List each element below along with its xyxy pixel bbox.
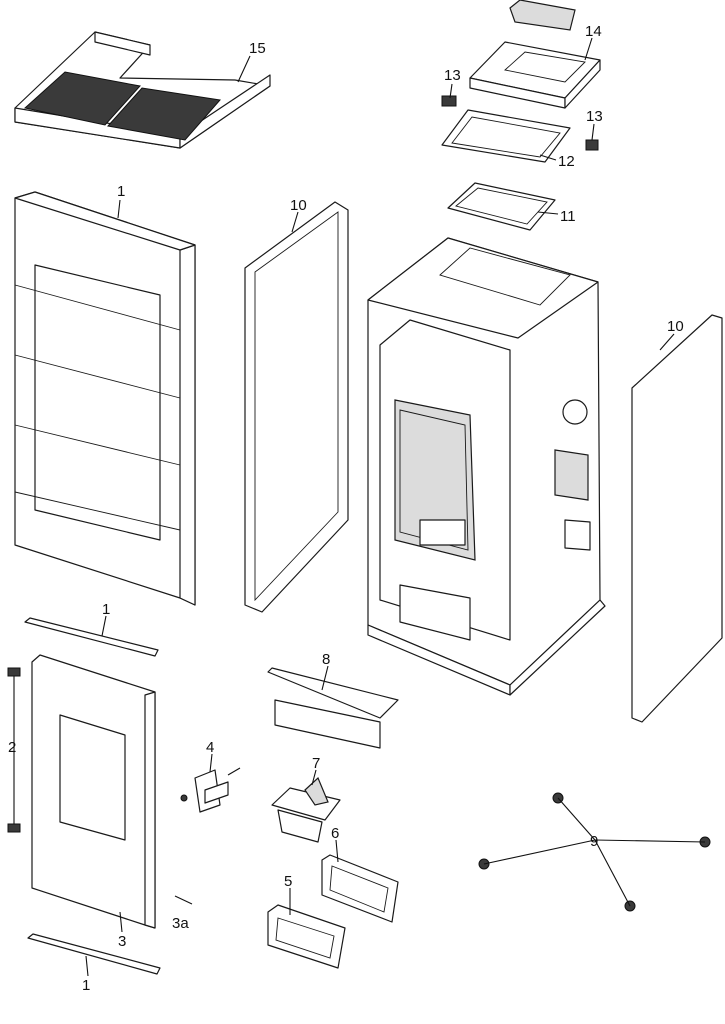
part-clip-left	[441, 95, 457, 107]
part-screw	[174, 895, 193, 905]
callout-1-rail-bottom: 1	[82, 977, 90, 994]
part-latch	[180, 767, 241, 813]
callout-2: 2	[8, 739, 16, 756]
callout-3: 3	[118, 933, 126, 950]
part-hinge-rod	[7, 667, 21, 833]
part-clip-right	[585, 139, 599, 151]
callout-8: 8	[322, 651, 330, 668]
part-gasket	[447, 182, 556, 231]
callout-13-left: 13	[444, 67, 461, 84]
callout-10-left: 10	[290, 197, 307, 214]
part-side-panel-left	[244, 201, 349, 613]
part-burn-pot	[271, 776, 341, 843]
part-side-panel-right	[631, 314, 723, 723]
callout-1-rail-top: 1	[102, 601, 110, 618]
part-top-grille	[14, 31, 271, 149]
callout-10-right: 10	[667, 318, 684, 335]
part-door	[31, 654, 156, 929]
callout-5: 5	[284, 873, 292, 890]
callout-13-right: 13	[586, 108, 603, 125]
part-plate-6	[321, 854, 399, 923]
callout-1-front-panel: 1	[117, 183, 125, 200]
callout-9: 9	[590, 833, 598, 850]
part-top-frame	[441, 109, 571, 163]
callout-11: 11	[560, 208, 576, 225]
callout-4: 4	[206, 739, 214, 756]
part-door-rail-bottom	[27, 933, 161, 975]
callout-3a: 3a	[172, 915, 189, 932]
part-door-rail-top	[24, 617, 159, 657]
leader-lines	[85, 37, 706, 977]
part-plate-5	[267, 904, 346, 969]
callout-14: 14	[585, 23, 602, 40]
callout-6: 6	[331, 825, 339, 842]
part-deflector	[267, 667, 399, 749]
part-stove-body	[367, 237, 606, 696]
part-front-panel	[14, 191, 196, 606]
callout-7: 7	[312, 755, 320, 772]
callout-15: 15	[249, 40, 266, 57]
part-feet	[478, 792, 711, 912]
callout-12: 12	[558, 153, 575, 170]
part-top-lid	[469, 0, 601, 109]
